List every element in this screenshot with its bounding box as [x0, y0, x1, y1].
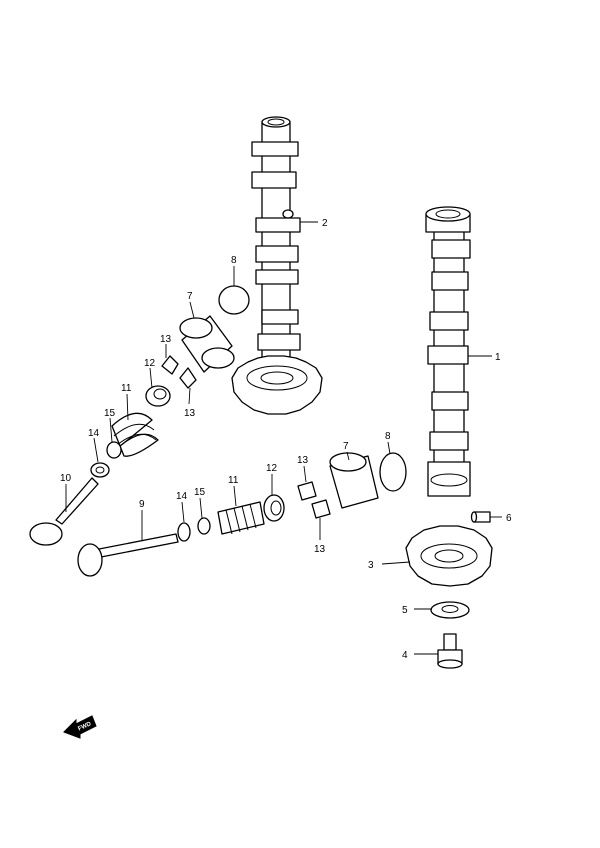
forward-arrow-icon: FWD: [63, 715, 97, 739]
callout-4: 4: [402, 650, 408, 661]
callout-1: 1: [495, 352, 501, 363]
retainer-lower[interactable]: [263, 494, 285, 522]
callout-11-upper: 11: [121, 383, 132, 394]
camshaft-left[interactable]: [231, 116, 323, 415]
callout-11-lower: 11: [228, 475, 239, 486]
callout-labels: 1 2 3 4 5 6 7 7 8 8 9 10 11 11 12 12 13 …: [60, 218, 512, 661]
spring-lower[interactable]: [217, 501, 265, 535]
callout-13-upper-a: 13: [160, 334, 172, 345]
leader-lines: [65, 221, 502, 655]
tappet-upper[interactable]: [179, 315, 235, 373]
dowel-pin[interactable]: [470, 511, 491, 523]
shim-lower[interactable]: [379, 452, 407, 492]
fwd-label: FWD: [77, 721, 93, 732]
callout-13-upper-b: 13: [184, 408, 196, 419]
tappet-lower[interactable]: [329, 452, 379, 509]
valve-lower[interactable]: [77, 533, 179, 577]
cotter-lower-1[interactable]: [297, 481, 317, 501]
callout-15-lower: 15: [194, 487, 206, 498]
callout-14-lower: 14: [176, 491, 188, 502]
stem-seal-lower[interactable]: [197, 517, 211, 535]
spring-upper[interactable]: [111, 412, 159, 457]
callout-9: 9: [139, 499, 145, 510]
callout-10: 10: [60, 473, 72, 484]
camshaft-right[interactable]: [425, 206, 471, 497]
stem-seal-upper[interactable]: [106, 441, 122, 459]
callout-12-lower: 12: [266, 463, 278, 474]
callout-3: 3: [368, 560, 374, 571]
callout-8-upper: 8: [231, 255, 237, 266]
callout-5: 5: [402, 605, 408, 616]
retainer-upper[interactable]: [145, 385, 171, 407]
cotter-upper-1[interactable]: [161, 355, 179, 375]
callout-7-upper: 7: [187, 291, 193, 302]
callout-2: 2: [322, 218, 328, 229]
spring-seat-upper[interactable]: [90, 462, 110, 478]
cotter-upper-2[interactable]: [179, 367, 197, 389]
spring-seat-lower[interactable]: [177, 522, 191, 542]
cotter-lower-2[interactable]: [311, 499, 331, 519]
callout-12-upper: 12: [144, 358, 156, 369]
callout-13-lower-b: 13: [314, 544, 326, 555]
callout-6: 6: [506, 513, 512, 524]
cam-sprocket[interactable]: [405, 525, 493, 587]
callout-13-lower-a: 13: [297, 455, 309, 466]
callout-14-upper: 14: [88, 428, 100, 439]
washer[interactable]: [430, 601, 470, 619]
shim-upper[interactable]: [218, 285, 250, 315]
valve-upper[interactable]: [29, 477, 99, 546]
bolt[interactable]: [437, 633, 463, 669]
callout-15-upper: 15: [104, 408, 116, 419]
callout-8-lower: 8: [385, 431, 391, 442]
callout-7-lower: 7: [343, 441, 349, 452]
